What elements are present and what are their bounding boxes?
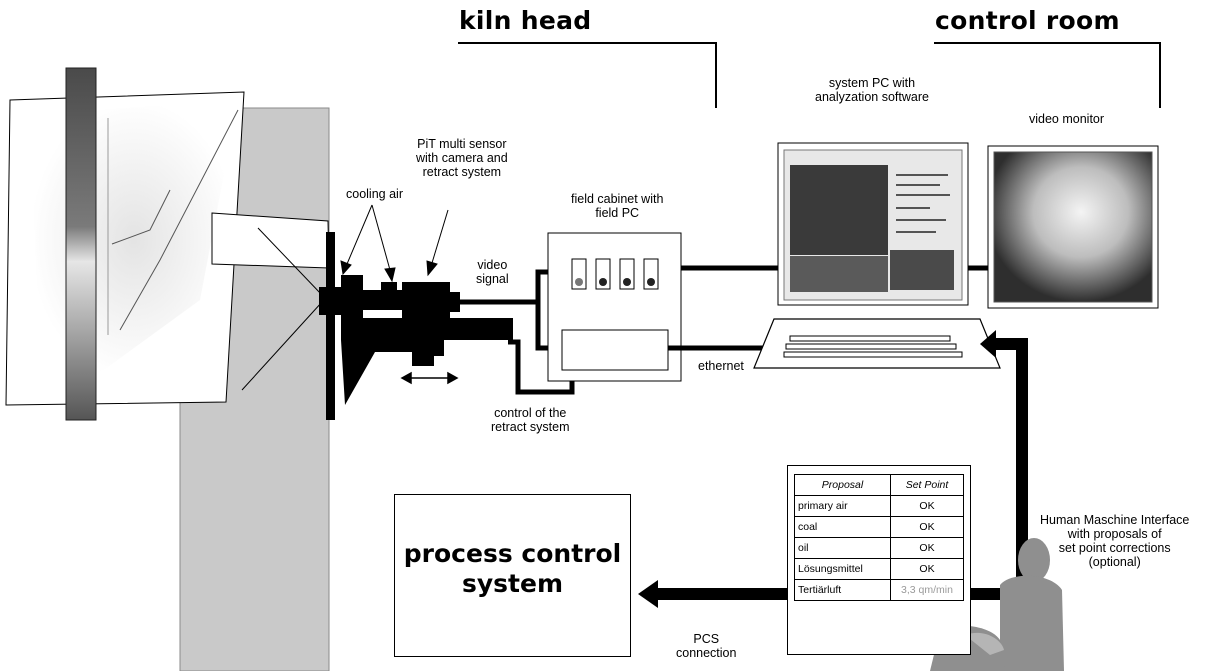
video-monitor-label: video monitor (1029, 112, 1104, 126)
set-point-cell: OK (891, 496, 964, 517)
proposal-cell: primary air (795, 496, 891, 517)
system-pc-screen (778, 143, 968, 305)
control-room-underline (934, 43, 1160, 108)
set-point-cell: OK (891, 538, 964, 559)
set-point-cell: OK (891, 517, 964, 538)
table-header-row: Proposal Set Point (795, 475, 964, 496)
proposal-cell: oil (795, 538, 891, 559)
proposal-cell: Tertiärluft (795, 580, 891, 601)
sensor-label: PiT multi sensor with camera and retract… (416, 137, 508, 179)
set-point-header: Set Point (891, 475, 964, 496)
proposal-header: Proposal (795, 475, 891, 496)
table-row: coal OK (795, 517, 964, 538)
process-control-system-box: process control system (394, 494, 631, 657)
kiln-body (6, 92, 244, 405)
retract-double-arrow (402, 373, 457, 383)
proposal-table: Proposal Set Point primary air OK coal O… (794, 474, 964, 601)
table-row: Lösungsmittel OK (795, 559, 964, 580)
kiln-head-heading: kiln head (459, 6, 592, 35)
cooling-air-arrows (341, 205, 395, 281)
ethernet-label: ethernet (698, 359, 744, 373)
cooling-air-label: cooling air (346, 187, 403, 201)
field-cabinet-label: field cabinet with field PC (571, 192, 663, 220)
table-row: primary air OK (795, 496, 964, 517)
system-pc-label: system PC with analyzation software (815, 76, 929, 104)
table-row: oil OK (795, 538, 964, 559)
pcs-connection-label: PCS connection (676, 632, 736, 660)
sensor-arrow (427, 210, 448, 275)
set-point-cell: 3,3 qm/min (891, 580, 964, 601)
proposal-cell: Lösungsmittel (795, 559, 891, 580)
set-point-cell: OK (891, 559, 964, 580)
process-control-title: process control system (395, 539, 630, 599)
table-row: Tertiärluft 3,3 qm/min (795, 580, 964, 601)
control-room-heading: control room (935, 6, 1120, 35)
retract-control-label: control of the retract system (491, 406, 570, 434)
keyboard (754, 319, 1000, 368)
video-signal-label: video signal (476, 258, 509, 286)
proposal-cell: coal (795, 517, 891, 538)
hmi-proposal-panel: Proposal Set Point primary air OK coal O… (787, 465, 971, 655)
hmi-label: Human Maschine Interface with proposals … (1040, 513, 1189, 569)
video-monitor (988, 146, 1158, 308)
kiln-band (66, 68, 96, 420)
field-cabinet (548, 233, 681, 381)
kiln-head-underline (458, 43, 716, 108)
pit-multi-sensor (363, 282, 460, 320)
